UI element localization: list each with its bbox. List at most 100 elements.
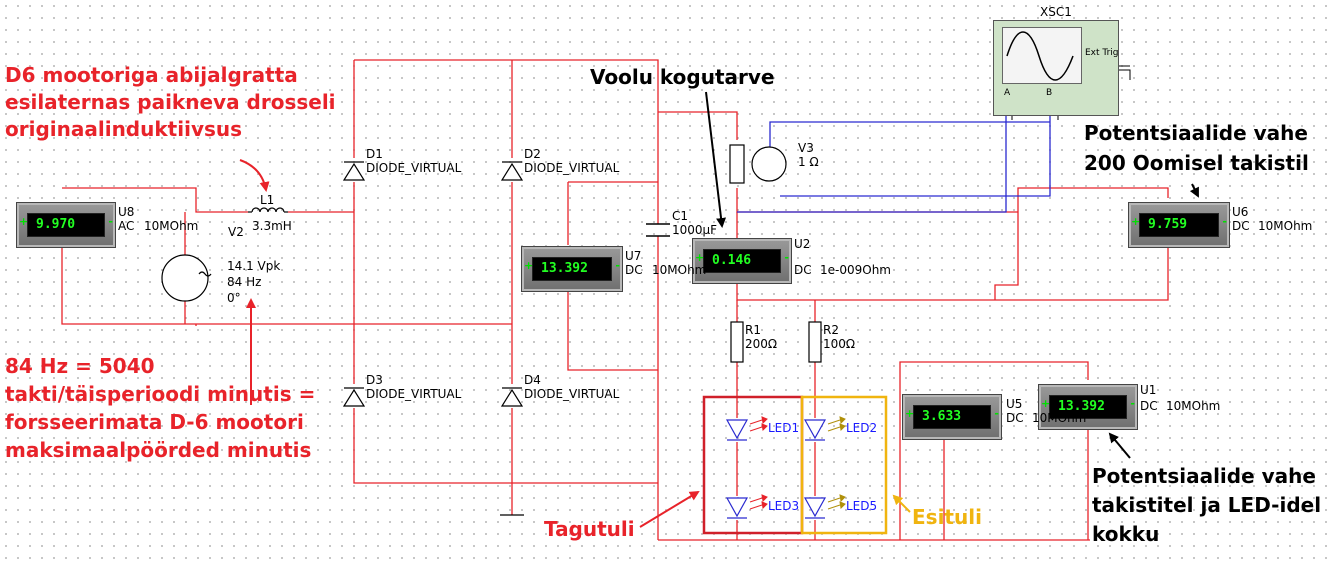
- plus-terminal: +: [1041, 397, 1051, 410]
- capacitor-c1: [646, 223, 670, 237]
- led-led2: [803, 419, 827, 441]
- u2-resistance: 1e-009Ohm: [820, 263, 891, 277]
- u5-mode: DC: [1006, 411, 1024, 425]
- resistor-r1: [730, 321, 744, 363]
- d1-model: DIODE_VIRTUAL: [366, 161, 462, 175]
- minus-terminal: -: [615, 259, 620, 272]
- plus-terminal: +: [695, 251, 705, 264]
- minus-terminal: -: [1130, 397, 1135, 410]
- front-light-label: Esituli: [912, 505, 982, 529]
- led2-label: LED2: [846, 421, 878, 435]
- oscilloscope-xsc1[interactable]: Ext Trig A B: [993, 20, 1119, 116]
- potential-total-line: takistitel ja LED-idel: [1092, 493, 1322, 517]
- multimeter-u1[interactable]: + 13.392 -: [1038, 384, 1138, 430]
- potential-200-note: Potentsiaalide vahe 200 Oomisel takistil: [1084, 118, 1309, 178]
- d3-model: DIODE_VIRTUAL: [366, 387, 462, 401]
- r1-value: 200Ω: [745, 337, 778, 351]
- minus-terminal: -: [784, 251, 789, 264]
- meter-display: 9.970: [27, 213, 105, 237]
- inductance-note-line: originaalinduktiivsus: [5, 117, 243, 141]
- meter-value: 9.970: [36, 217, 76, 232]
- led1-label: LED1: [768, 421, 800, 435]
- v2-frequency: 84 Hz: [227, 275, 262, 289]
- resistor-r2: [808, 321, 822, 363]
- ac-source-v2: [161, 254, 212, 302]
- current-probe-v3: [729, 144, 787, 184]
- diode-d3: [342, 387, 366, 407]
- potential-200-line: 200 Oomisel takistil: [1084, 151, 1309, 175]
- u7-mode: DC: [625, 263, 643, 277]
- minus-terminal: -: [994, 407, 999, 420]
- minus-terminal: -: [108, 215, 113, 228]
- led-rays-amber: [827, 416, 846, 510]
- c1-name: C1: [672, 209, 689, 223]
- inductance-note-line: D6 mootoriga abijalgratta: [5, 63, 298, 87]
- d1-name: D1: [366, 147, 383, 161]
- frequency-note: 84 Hz = 5040 takti/täisperioodi minutis …: [5, 352, 315, 464]
- led-led3: [725, 497, 749, 519]
- meter-value: 13.392: [541, 261, 588, 276]
- frequency-note-line: 84 Hz = 5040: [5, 354, 155, 378]
- diode-d4: [500, 387, 524, 407]
- scope-channel-a: A: [1004, 88, 1011, 98]
- xsc1-name: XSC1: [1040, 5, 1072, 19]
- meter-display: 9.759: [1139, 213, 1219, 237]
- led5-label: LED5: [846, 499, 878, 513]
- multimeter-u5[interactable]: + 3.633 -: [902, 394, 1002, 440]
- u5-resistance: 10MOhm: [1032, 411, 1087, 425]
- meter-value: 3.633: [922, 409, 962, 424]
- v3-name: V3: [798, 141, 814, 155]
- multimeter-u7[interactable]: + 13.392 -: [521, 246, 623, 292]
- led-led1: [725, 419, 749, 441]
- meter-display: 0.146: [703, 249, 781, 273]
- front-light-box: [800, 395, 888, 535]
- d2-model: DIODE_VIRTUAL: [524, 161, 620, 175]
- inductance-note: D6 mootoriga abijalgratta esilaternas pa…: [5, 62, 336, 143]
- u6-resistance: 10MOhm: [1258, 219, 1313, 233]
- frequency-note-line: maksimaalpöörded minutis: [5, 438, 312, 462]
- multimeter-u2[interactable]: + 0.146 -: [692, 238, 792, 284]
- frequency-note-line: takti/täisperioodi minutis =: [5, 382, 316, 406]
- u2-name: U2: [794, 237, 811, 251]
- u7-name: U7: [625, 249, 642, 263]
- u5-name: U5: [1006, 397, 1023, 411]
- diode-d2: [500, 161, 524, 181]
- u1-resistance: 10MOhm: [1166, 399, 1221, 413]
- d2-name: D2: [524, 147, 541, 161]
- scope-wires: [737, 106, 1051, 213]
- sine-wave-icon: [1006, 31, 1074, 81]
- current-note: Voolu kogutarve: [590, 65, 775, 89]
- minus-terminal: -: [1222, 215, 1227, 228]
- rear-light-label: Tagutuli: [544, 517, 635, 541]
- potential-total-line: Potentsiaalide vahe: [1092, 464, 1316, 488]
- v2-amplitude: 14.1 Vpk: [227, 259, 281, 273]
- meter-display: 3.633: [913, 405, 991, 429]
- meter-display: 13.392: [532, 257, 612, 281]
- led3-label: LED3: [768, 499, 800, 513]
- plus-terminal: +: [524, 259, 534, 272]
- u8-name: U8: [118, 205, 135, 219]
- multimeter-u6[interactable]: + 9.759 -: [1128, 202, 1230, 248]
- scope-ext-trig: Ext Trig: [1085, 48, 1119, 58]
- l1-value: 3.3mH: [252, 219, 292, 233]
- led-rays-red: [749, 416, 768, 510]
- multimeter-u8[interactable]: + 9.970 -: [16, 202, 116, 248]
- r2-name: R2: [823, 323, 839, 337]
- v3-value: 1 Ω: [798, 155, 819, 169]
- frequency-note-line: forsseerimata D-6 mootori: [5, 410, 304, 434]
- plus-terminal: +: [19, 215, 29, 228]
- d4-name: D4: [524, 373, 541, 387]
- annotation-arrows: [239, 91, 1199, 528]
- u1-mode: DC: [1140, 399, 1158, 413]
- scope-channel-b: B: [1046, 88, 1053, 98]
- inductor-l1: [248, 207, 288, 213]
- c1-value: 1000µF: [672, 223, 718, 237]
- meter-value: 9.759: [1148, 217, 1188, 232]
- inductance-note-line: esilaternas paikneva drosseli: [5, 90, 336, 114]
- u8-mode: AC: [118, 219, 135, 233]
- u8-resistance: 10MOhm: [144, 219, 199, 233]
- plus-terminal: +: [905, 407, 915, 420]
- meter-value: 13.392: [1058, 399, 1105, 414]
- u7-resistance: 10MOhm: [652, 263, 707, 277]
